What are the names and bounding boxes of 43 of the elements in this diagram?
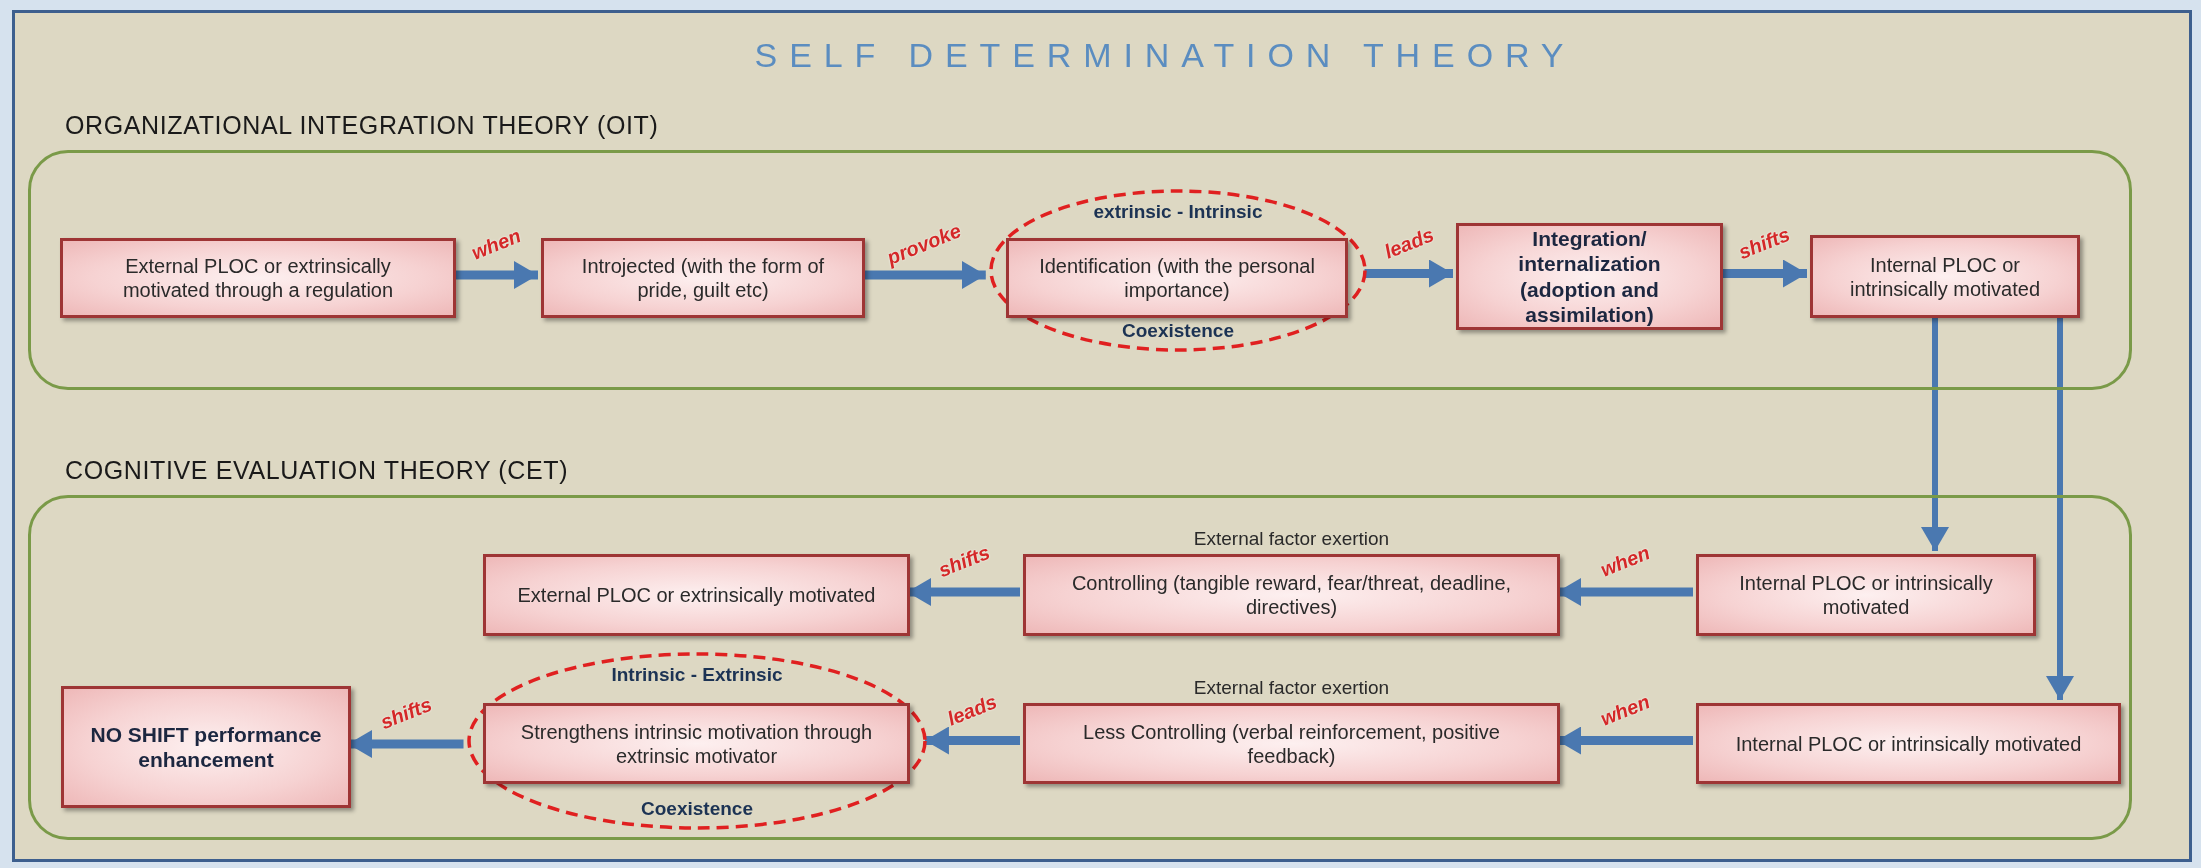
process-box xyxy=(61,686,351,808)
process-box xyxy=(483,703,910,784)
section-heading: COGNITIVE EVALUATION THEORY (CET) xyxy=(65,455,569,486)
diagram-title: SELF DETERMINATION THEORY xyxy=(753,35,1577,76)
ellipse-label: Coexistence xyxy=(641,796,753,821)
box-text: Introjected (with the form of pride, guilt etc) xyxy=(580,254,826,302)
dashed-ellipse xyxy=(988,188,1368,353)
process-box xyxy=(60,238,456,318)
process-box xyxy=(1456,223,1723,330)
ellipse-label: Intrinsic - Extrinsic xyxy=(611,663,783,687)
box-text: Internal PLOC or intrinsically motivated xyxy=(1735,731,2082,756)
box-text: Integration/ internalization (adoption and assimilation) xyxy=(1517,226,1662,327)
process-box xyxy=(1696,554,2036,636)
dashed-ellipse xyxy=(466,651,928,831)
process-box xyxy=(541,238,865,318)
edge-label: shifts xyxy=(933,539,994,584)
process-box xyxy=(1006,238,1348,318)
edge-label: when xyxy=(466,223,525,266)
arrow xyxy=(924,726,1020,755)
arrow xyxy=(1364,259,1453,288)
box-text: Controlling (tangible reward, fear/threat, deadline, directives) xyxy=(1070,571,1513,619)
section-heading: ORGANIZATIONAL INTEGRATION THEORY (OIT) xyxy=(65,110,659,141)
factor-caption: External factor exertion xyxy=(1193,527,1390,551)
edge-label: leads xyxy=(943,688,1002,732)
box-text: Identification (with the personal importance) xyxy=(1038,254,1316,302)
box-text: Internal PLOC or intrinsically motivated xyxy=(1738,571,1994,619)
process-box xyxy=(483,554,910,636)
box-text: Strengthens intrinsic motivation through extrinsic motivator xyxy=(519,719,874,768)
factor-caption: External factor exertion xyxy=(1193,676,1390,700)
box-text: Less Controlling (verbal reinforcement, positive feedback) xyxy=(1082,719,1501,768)
ellipse-label: Coexistence xyxy=(1122,318,1234,343)
ellipse-label: extrinsic - Intrinsic xyxy=(1093,200,1263,224)
box-text: External PLOC or extrinsically motivated xyxy=(517,583,876,607)
edge-label: shifts xyxy=(1733,221,1794,265)
box-text: NO SHIFT performance enhancement xyxy=(89,721,323,773)
edge-label: when xyxy=(1596,688,1654,732)
process-box xyxy=(1696,703,2121,784)
process-box xyxy=(1810,235,2080,318)
box-text: Internal PLOC or intrinsically motivated xyxy=(1848,252,2042,301)
box-text: External PLOC or extrinsically motivated through a regulation xyxy=(121,254,395,302)
edge-label: leads xyxy=(1379,221,1438,265)
edge-label: shifts xyxy=(375,691,436,736)
edge-label: when xyxy=(1596,540,1654,583)
